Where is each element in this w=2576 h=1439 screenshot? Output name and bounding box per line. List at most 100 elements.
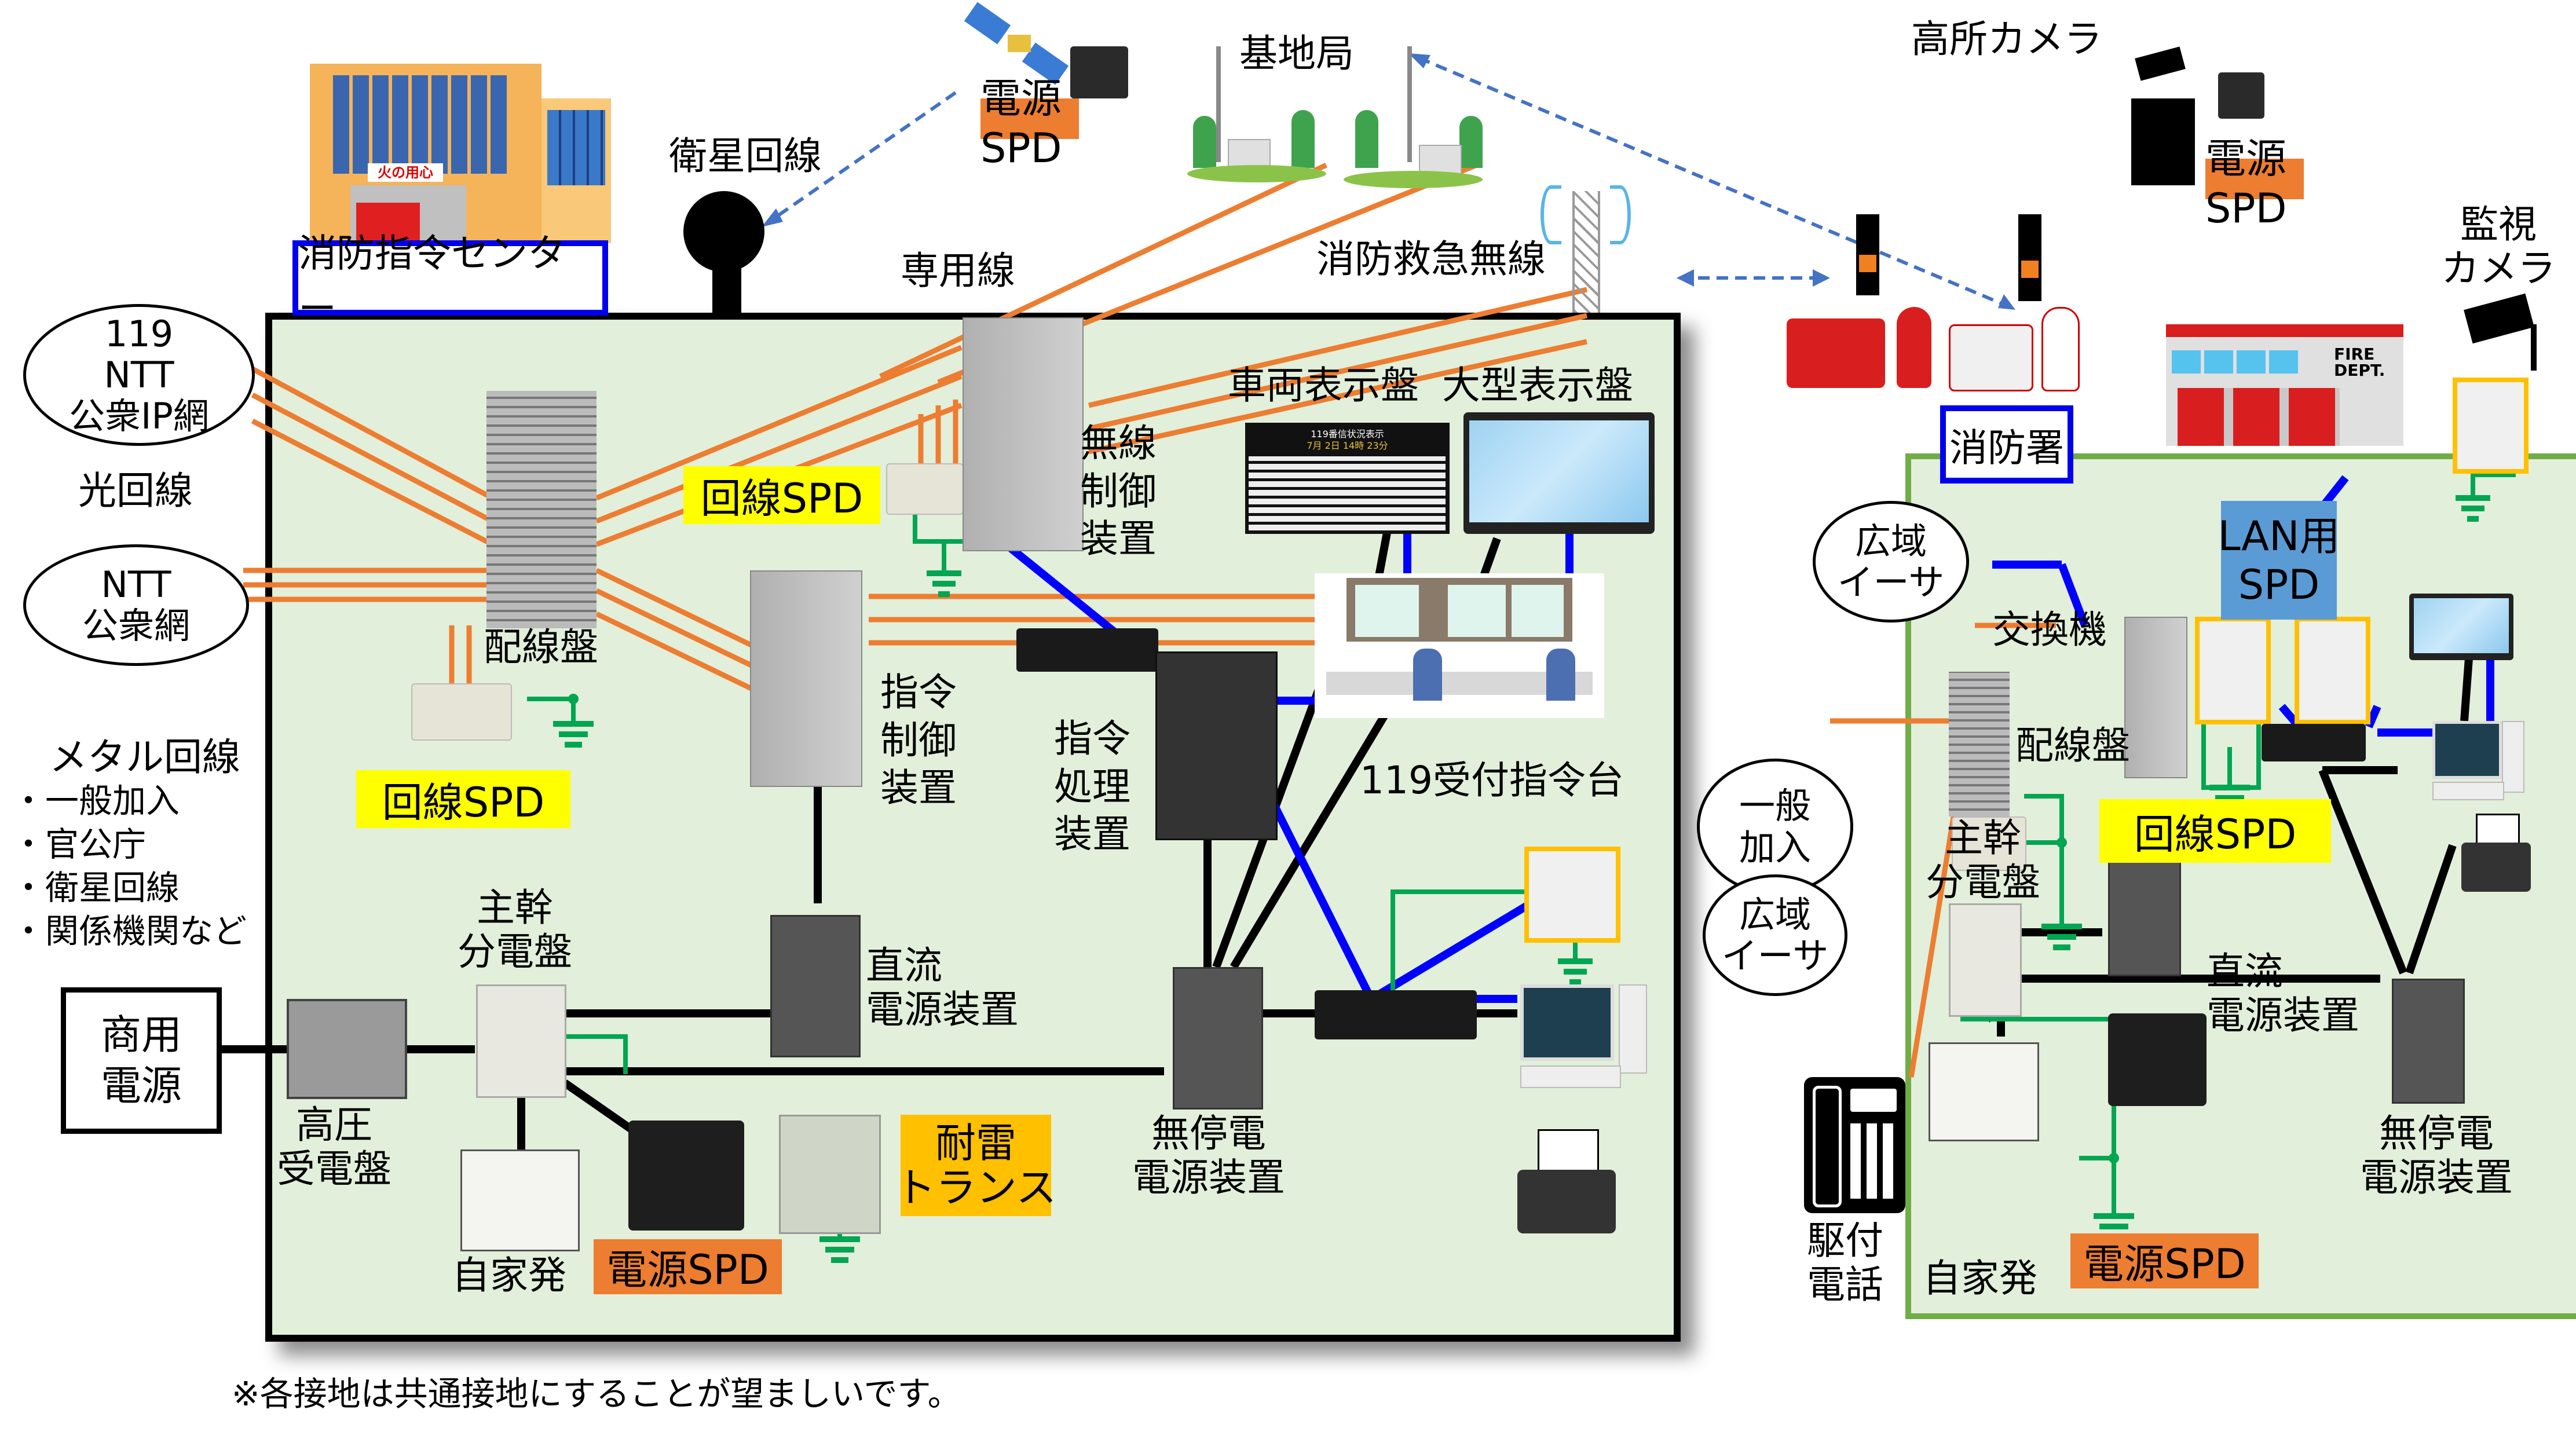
lan-spd-device-icon-station-2 (2295, 617, 2370, 724)
metal-line-item-1: ・一般加入 (12, 781, 180, 821)
metal-line-item-3: ・衛星回線 (12, 868, 180, 907)
ntt-public-network-node: NTT 公衆網 (23, 544, 249, 666)
wiring-panel-icon (486, 391, 597, 628)
vehicle-display-board-icon: 119番信状況表示 7月 2日 14時 23分 (1245, 423, 1450, 534)
main-distribution-board-icon (476, 984, 566, 1098)
base-station-label: 基地局 (1239, 31, 1354, 76)
wireless-links (766, 56, 2011, 309)
line-spd-tag-station: 回線SPD (2099, 799, 2331, 863)
power-spd-tag-station: 電源SPD (2070, 1233, 2259, 1288)
radio-control-label: 無線 制御 装置 (1080, 421, 1157, 561)
command-processing-label: 指令 処理 装置 (1054, 716, 1130, 856)
large-display-label: 大型表示盤 (1442, 363, 1633, 408)
lan-spd-tag: LAN用 SPD (2218, 501, 2340, 620)
private-generator-icon-station (1929, 1042, 2039, 1141)
wide-ether-node-left: 広域 イーサ (1703, 874, 1847, 996)
ground-symbols (553, 495, 2490, 1263)
power-spd-device-icon-2 (628, 1121, 744, 1231)
private-generator-icon (460, 1149, 580, 1251)
telecom-lines (243, 162, 2056, 1078)
radio-control-cabinet-icon (963, 317, 1084, 551)
metal-line-title: メタル回線 (49, 735, 240, 779)
private-generator-label: 自家発 (452, 1253, 566, 1298)
dc-power-supply-icon (770, 915, 861, 1057)
line-spd-tag-1: 回線SPD (356, 770, 570, 828)
emergency-phone-label: 駆付 電話 (1807, 1218, 1883, 1307)
dc-power-label: 直流 電源装置 (866, 943, 1019, 1032)
command-control-label: 指令 制御 装置 (880, 670, 957, 810)
high-camera-label: 高所カメラ (1911, 17, 2102, 61)
fire-vehicles-and-firefighters-icon (1781, 214, 2128, 429)
network-switch-icon-2 (1315, 990, 1477, 1039)
dedicated-line-label: 専用線 (901, 248, 1015, 293)
metal-line-item-4: ・関係機関など (12, 911, 247, 951)
ups-label-station: 無停電 電源装置 (2360, 1111, 2513, 1200)
lan-lines (982, 475, 2494, 1006)
surveillance-camera-label: 監視 カメラ (2441, 202, 2556, 291)
fire-station-label: 消防署 (1940, 405, 2073, 484)
desktop-pc-icon (1520, 984, 1648, 1089)
general-subscriber-node: 一般 加入 (1697, 759, 1853, 895)
radio-tower-icon (1541, 168, 1631, 313)
line-spd-device-icon-station (1952, 816, 2026, 871)
high-voltage-label: 高圧 受電盤 (277, 1103, 391, 1191)
power-spd-device-icon-station (2108, 1013, 2207, 1106)
ups-icon-station (2392, 979, 2465, 1104)
line-spd-device-icon-2 (886, 463, 964, 515)
commercial-power-box: 商用 電源 (61, 987, 222, 1134)
printer-icon-station (2461, 814, 2531, 900)
power-spd-tag-basestation: 電源SPD (980, 75, 1079, 172)
command-center-building-icon: 火の用心 (310, 29, 611, 243)
power-spd-device-icon (1070, 46, 1128, 98)
main-distribution-label-station: 主幹 分電盤 (1926, 816, 2040, 905)
base-station-icon (1181, 23, 1506, 220)
main-distribution-board-icon-station (1949, 903, 2022, 1017)
satellite-icon (961, 0, 1077, 104)
wiring-panel-label: 配線盤 (484, 625, 598, 669)
vehicle-display-label: 車両表示盤 (1228, 363, 1419, 408)
high-camera-power-spd-icon (2218, 72, 2264, 119)
emergency-phone-icon (1804, 1077, 1905, 1213)
printer-icon (1517, 1129, 1616, 1245)
dc-power-label-station: 直流 電源装置 (2207, 949, 2359, 1038)
fire-radio-label: 消防救急無線 (1316, 237, 1546, 281)
display-board-time: 7月 2日 14時 23分 (1307, 440, 1388, 451)
network-switch-icon (1016, 628, 1158, 672)
line-spd-device-icon (411, 683, 512, 741)
building-sign: 火の用心 (368, 163, 443, 182)
lightning-transformer-icon (779, 1115, 881, 1234)
optical-line-label: 光回線 (78, 468, 193, 513)
monitor-icon-station (2409, 594, 2513, 660)
command-control-cabinet-icon (750, 570, 862, 787)
private-generator-label-station: 自家発 (1923, 1256, 2037, 1301)
power-spd-tag-command: 電源SPD (594, 1239, 782, 1294)
exchange-cabinet-icon (2124, 617, 2187, 778)
exchange-label: 交換機 (1992, 607, 2107, 652)
high-voltage-panel-icon (287, 999, 407, 1099)
fire-dept-sign: FIRE DEPT. (2334, 345, 2385, 380)
desktop-pc-icon-station (2432, 721, 2525, 802)
command-center-label: 消防指令センター (292, 231, 608, 331)
satellite-line-label: 衛星回線 (669, 134, 822, 178)
wide-ether-node-right: 広域 イーサ (1813, 501, 1969, 623)
line-spd-tag-2: 回線SPD (683, 466, 880, 524)
power-spd-tag-highcamera: 電源SPD (2205, 135, 2304, 232)
lightning-transformer-tag: 耐雷 トランス (895, 1115, 1056, 1216)
wiring-panel-icon-station (1949, 672, 2010, 816)
network-switch-icon-station (2262, 724, 2366, 761)
reception-console-label: 119受付指令台 (1360, 758, 1624, 803)
high-camera-building-icon (2096, 41, 2212, 185)
reception-console-icon (1315, 573, 1604, 718)
lan-spd-device-icon-station-1 (2195, 617, 2271, 724)
main-distribution-label: 主幹 分電盤 (458, 885, 572, 974)
surveillance-camera-icon (2464, 293, 2554, 371)
metal-line-item-2: ・官公庁 (12, 825, 147, 864)
large-display-icon (1463, 412, 1655, 534)
ntt-ip-network-node: 119 NTT 公衆IP網 (23, 304, 255, 446)
lan-spd-device-icon-camera (2453, 378, 2529, 474)
dc-power-supply-icon-station (2108, 857, 2181, 976)
ups-label: 無停電 電源装置 (1132, 1111, 1285, 1200)
lan-spd-device-icon (1524, 847, 1620, 943)
display-board-header: 119番信状況表示 (1311, 429, 1384, 440)
